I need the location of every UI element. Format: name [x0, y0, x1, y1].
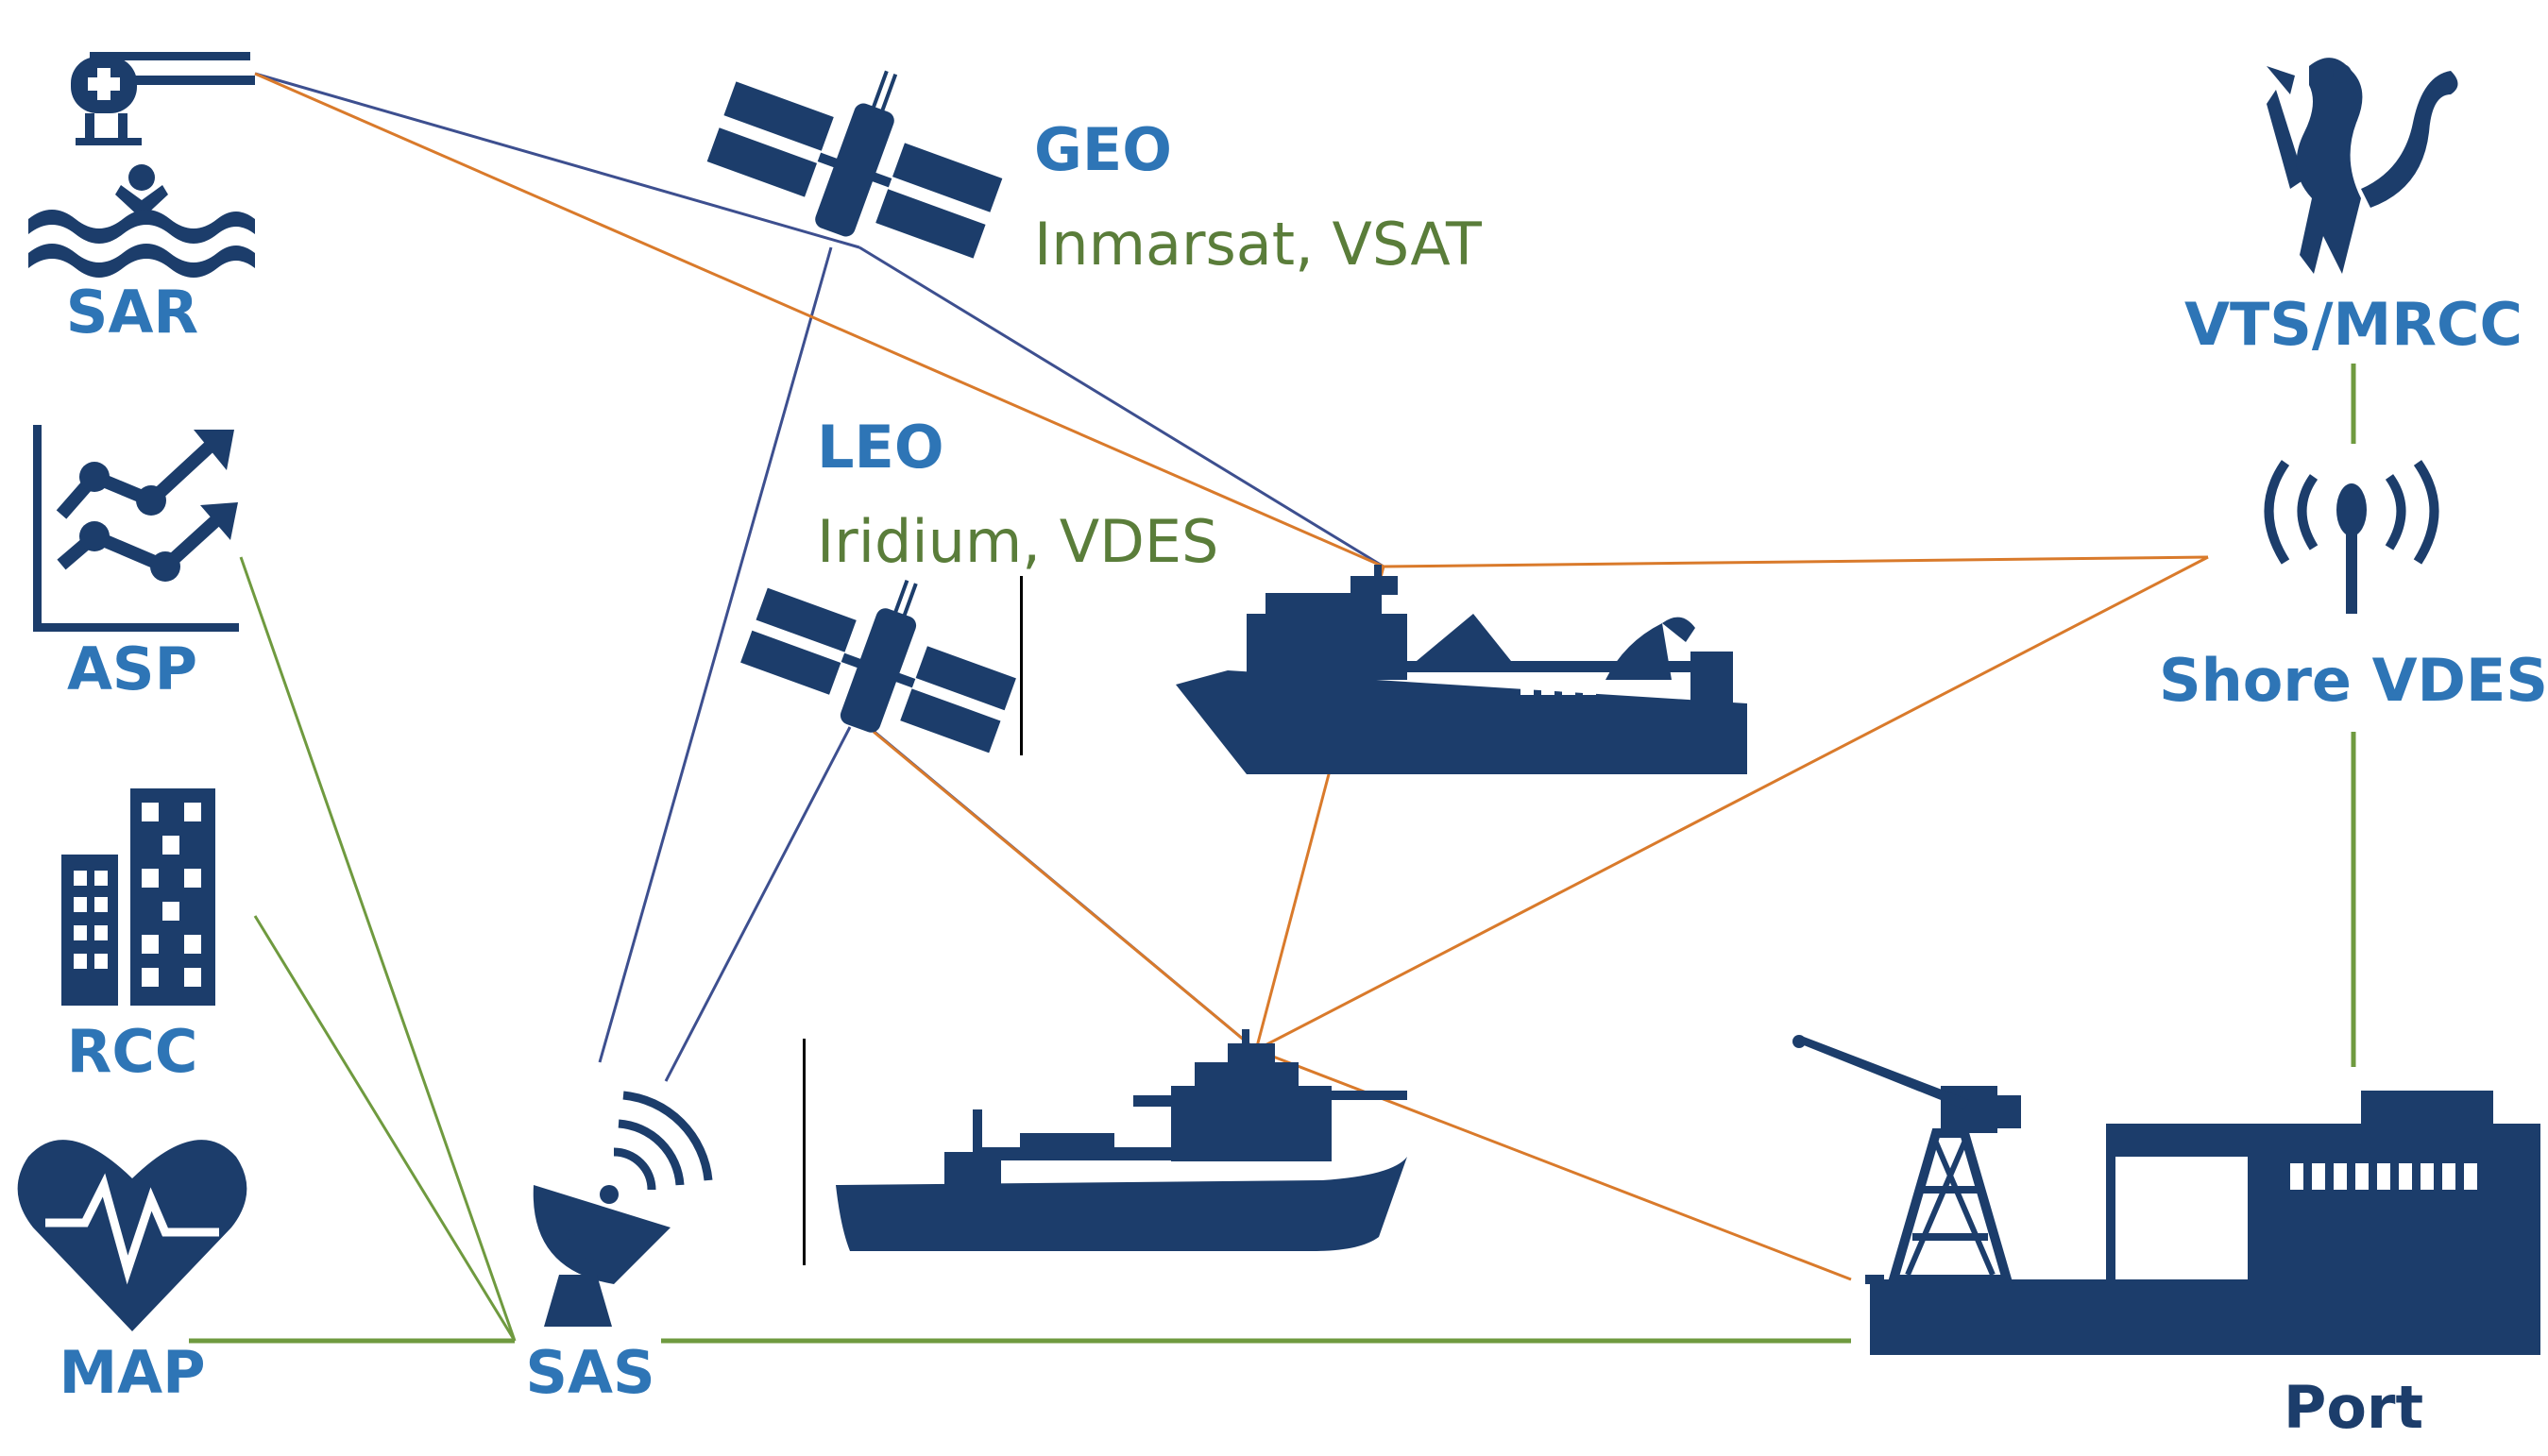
sas-node: SAS	[525, 1091, 713, 1407]
link-sar-geo	[254, 72, 860, 249]
satellite-icon	[740, 579, 1016, 753]
map-label: MAP	[59, 1338, 205, 1407]
link-leo-sas	[664, 726, 852, 1082]
divider-mark	[1020, 576, 1023, 755]
link-leo-vessel-lower-alt	[873, 730, 1257, 1052]
antenna-icon	[2264, 460, 2439, 614]
port-crane-icon	[1792, 1035, 2540, 1355]
vts-label: VTS/MRCC	[2184, 290, 2523, 359]
link-sar-vessel-upper	[254, 72, 1384, 568]
link-vessel-upper-shore	[1383, 555, 2209, 568]
rcc-node: RCC	[61, 788, 215, 1086]
satellite-dish-icon	[533, 1091, 713, 1327]
shore-vdes-node: Shore VDES	[2159, 460, 2548, 715]
link-vessel-lower-port	[1255, 1048, 1852, 1281]
divider-mark-lower	[803, 1039, 806, 1265]
line-chart-icon	[33, 425, 239, 632]
geo-label: GEO	[1034, 115, 1172, 184]
building-icon	[61, 788, 215, 1006]
rcc-label: RCC	[67, 1017, 198, 1086]
vessel-upper-node	[1176, 565, 1747, 774]
offshore-vessel-icon	[803, 1029, 1407, 1265]
port-label: Port	[2284, 1373, 2423, 1442]
leo-label: LEO	[817, 413, 944, 482]
geo-node: GEO Inmarsat, VSAT	[706, 70, 1483, 279]
shore-vdes-label: Shore VDES	[2159, 646, 2548, 715]
link-geo-vessel-upper	[858, 245, 1384, 568]
link-vessel-lower-shore	[1255, 555, 2209, 1052]
asp-node: ASP	[33, 425, 239, 703]
leo-node: LEO Iridium, VDES	[740, 413, 1218, 755]
rescue-helicopter-icon	[28, 52, 255, 278]
sar-node: SAR	[28, 52, 255, 347]
coat-of-arms-icon	[2267, 58, 2458, 274]
fishing-vessel-icon	[1176, 565, 1747, 774]
sas-label: SAS	[525, 1338, 654, 1407]
geo-sublabel: Inmarsat, VSAT	[1034, 210, 1483, 279]
satellite-icon	[706, 70, 1003, 259]
link-rcc-sas	[253, 915, 517, 1342]
link-geo-sas	[598, 246, 833, 1063]
leo-sublabel: Iridium, VDES	[817, 507, 1218, 576]
map-node: MAP	[17, 1140, 247, 1407]
link-asp-sas	[239, 556, 517, 1342]
connection-lines	[189, 72, 2356, 1344]
sar-label: SAR	[66, 278, 198, 347]
vts-node: VTS/MRCC	[2184, 58, 2523, 359]
asp-label: ASP	[67, 635, 197, 703]
heart-pulse-icon	[17, 1140, 247, 1331]
port-node: Port	[1792, 1035, 2540, 1442]
vessel-lower-node	[803, 1029, 1407, 1265]
